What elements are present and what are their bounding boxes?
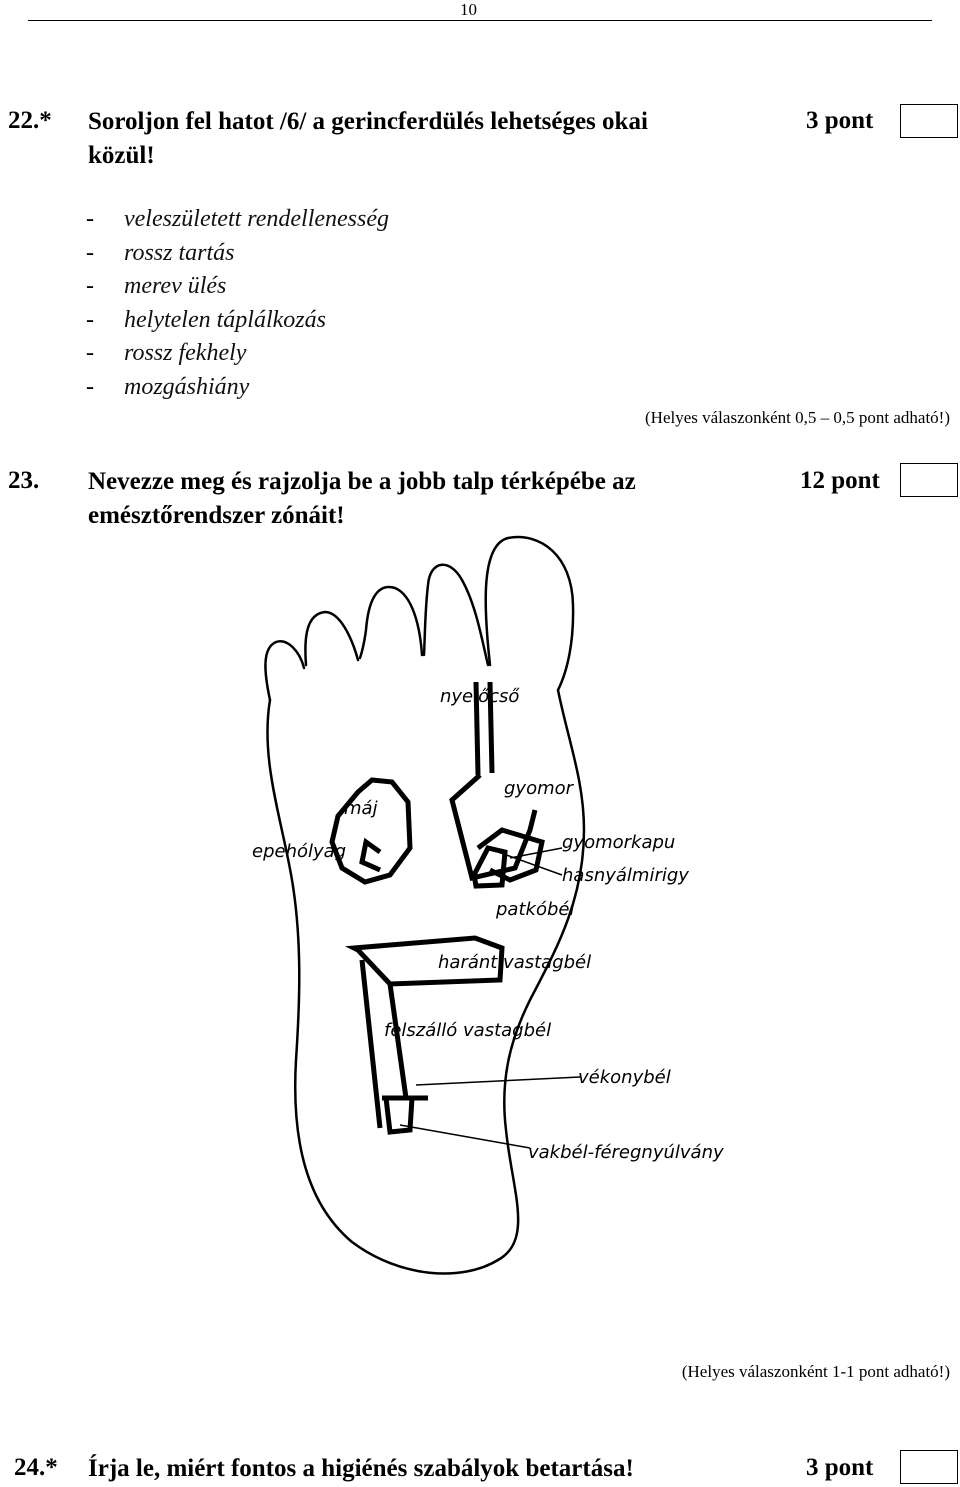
- leader-lines: [399, 847, 581, 1149]
- q24-points: 3 pont: [806, 1454, 874, 1481]
- label-felszallo-vastagbel: felszálló vastagbél: [384, 1020, 551, 1041]
- q22-number: 22.*: [8, 107, 52, 134]
- q22-question-line1: Soroljon fel hatot /6/ a gerincferdülés …: [88, 108, 648, 135]
- list-item: -veleszületett rendellenesség: [86, 206, 390, 232]
- q24-question: Írja le, miért fontos a higiénés szabály…: [88, 1455, 634, 1482]
- q23-question: Nevezze meg és rajzolja be a jobb talp t…: [88, 465, 636, 533]
- header-rule: [28, 20, 932, 21]
- list-item: -rossz tartás: [86, 239, 235, 266]
- q23-number: 23.: [8, 467, 40, 494]
- label-harant-vastagbel: haránt vastagbél: [438, 952, 591, 973]
- label-maj: máj: [344, 798, 378, 819]
- list-item: -helytelen táplálkozás: [86, 306, 326, 333]
- q23-scoring-note: (Helyes válaszonként 1-1 pont adható!): [681, 1362, 950, 1381]
- list-item: -mozgáshiány: [86, 373, 250, 400]
- organ-zones: [329, 681, 545, 1135]
- foot-outline: [264, 535, 586, 1275]
- label-vekonybel: vékonybél: [578, 1067, 671, 1088]
- q23-question-line1: Nevezze meg és rajzolja be a jobb talp t…: [88, 468, 636, 495]
- q23-score-box[interactable]: [900, 463, 958, 497]
- label-patkobel: patkóbél: [495, 899, 574, 920]
- q22-question-line2: közül!: [88, 142, 155, 169]
- label-vakbel-feregnyulvany: vakbél-féregnyúlvány: [528, 1142, 724, 1163]
- list-item: -rossz fekhely: [86, 340, 247, 366]
- label-nyelocso: nyelőcső: [440, 686, 520, 707]
- q22-score-box[interactable]: [900, 104, 958, 138]
- q22-question: Soroljon fel hatot /6/ a gerincferdülés …: [88, 105, 648, 173]
- q24-score-box[interactable]: [900, 1450, 958, 1484]
- list-item: -merev ülés: [86, 273, 227, 299]
- q22-scoring-note: (Helyes válaszonként 0,5 – 0,5 pont adha…: [645, 408, 950, 427]
- q23-points: 12 pont: [800, 467, 880, 494]
- foot-reflexology-diagram: nyelőcső gyomor máj epehólyag gyomorkapu…: [252, 535, 724, 1275]
- q22-points: 3 pont: [806, 107, 874, 134]
- label-gyomorkapu: gyomorkapu: [562, 832, 675, 853]
- page-number: 10: [460, 0, 477, 19]
- label-hasnyalmirigy: hasnyálmirigy: [562, 865, 689, 886]
- q22-answer-list: -veleszületett rendellenesség -rossz tar…: [86, 206, 389, 407]
- label-gyomor: gyomor: [504, 778, 575, 799]
- q23-question-line2: emésztőrendszer zónáit!: [88, 502, 345, 529]
- q24-number: 24.*: [14, 1454, 58, 1481]
- label-epeholyag: epehólyag: [252, 841, 346, 862]
